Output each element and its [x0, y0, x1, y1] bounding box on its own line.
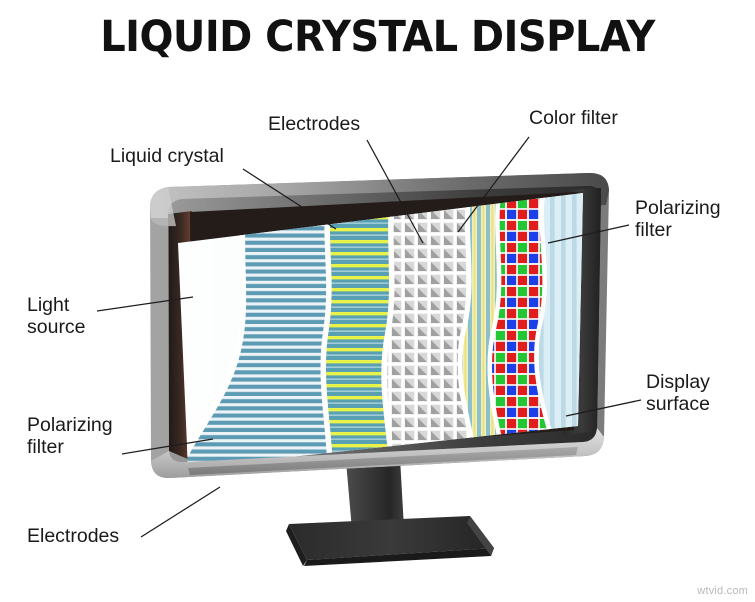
monitor-stand	[286, 458, 494, 566]
layer-front-polarizing-filter	[536, 193, 583, 468]
leader-polarizing-filter-left	[121, 438, 214, 455]
label-liquid-crystal: Liquid crystal	[110, 145, 224, 167]
label-polarizing-filter-right: Polarizing filter	[635, 197, 721, 241]
leader-light-source	[96, 296, 194, 312]
label-color-filter: Color filter	[529, 107, 618, 129]
leader-lines	[96, 136, 642, 538]
leader-color-filter	[457, 136, 530, 233]
label-electrodes-bottom: Electrodes	[27, 525, 120, 547]
layer-front-electrodes	[459, 193, 506, 468]
leader-liquid-crystal	[242, 168, 337, 230]
label-light-source: Light source	[27, 294, 86, 338]
leader-display-surface	[565, 399, 642, 417]
monitor-body	[150, 172, 609, 479]
leader-electrodes-top	[366, 139, 424, 244]
layer-rear-polarizing-filter	[178, 193, 330, 468]
label-display-surface: Display surface	[646, 371, 710, 415]
leader-polarizing-filter-right	[547, 224, 630, 244]
layer-liquid-crystal	[384, 193, 478, 468]
leader-electrodes-bottom	[140, 486, 221, 538]
watermark: wtvid.com	[697, 585, 748, 597]
screen-layer-stack	[178, 193, 583, 468]
layer-rear-electrodes	[323, 193, 394, 468]
label-electrodes-top: Electrodes	[268, 113, 361, 135]
page-title: LIQUID CRYSTAL DISPLAY	[100, 12, 655, 62]
label-polarizing-filter-left: Polarizing filter	[27, 414, 113, 458]
